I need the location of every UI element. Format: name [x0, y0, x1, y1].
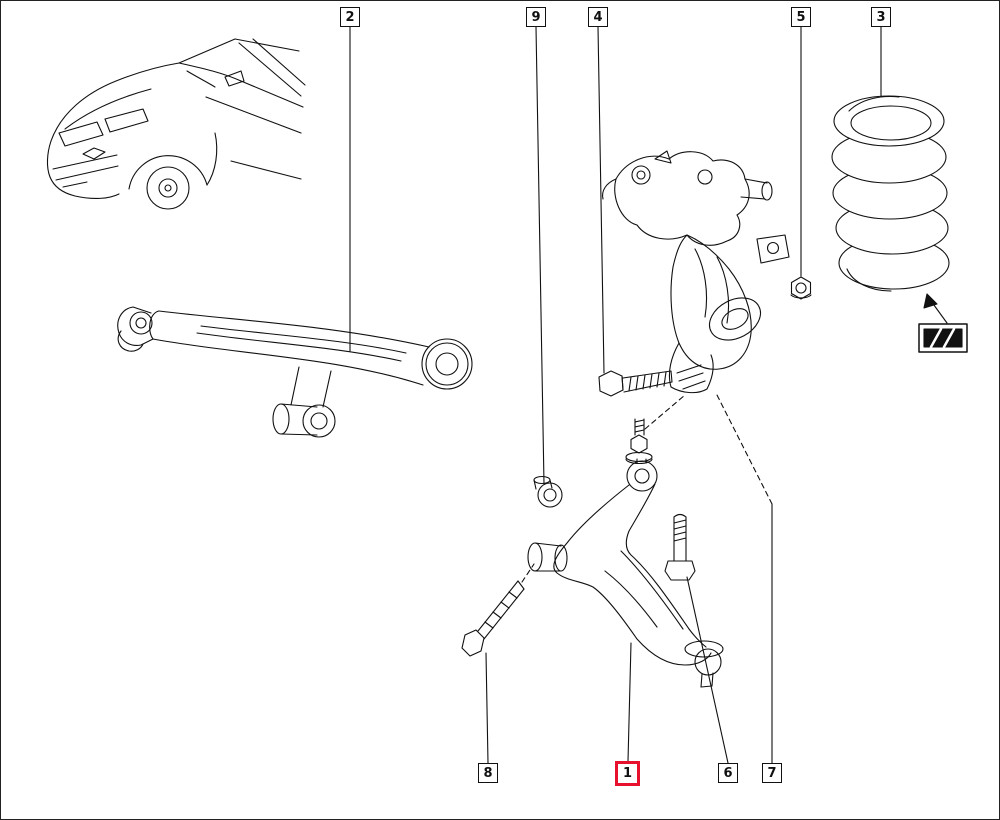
leader-line-1 — [628, 643, 631, 761]
callout-9[interactable]: 9 — [526, 7, 546, 27]
subframe-knuckle-illustration — [603, 151, 789, 393]
door-mirror — [225, 71, 244, 86]
rear-bushing — [426, 343, 468, 385]
callout-5[interactable]: 5 — [791, 7, 811, 27]
bushing-washer-illustration — [534, 477, 562, 508]
subframe-bushing — [702, 290, 768, 349]
flange-nut-illustration — [626, 419, 652, 464]
car-thumbnail-sketch — [47, 39, 305, 209]
bolt-illustration-4 — [599, 371, 672, 396]
leader-lines — [350, 27, 881, 763]
ball-joint — [685, 641, 723, 687]
hex-nut-illustration — [791, 277, 811, 299]
stud-bolt-illustration — [665, 515, 695, 581]
brand-diamond-logo — [83, 148, 105, 159]
leader-line-6 — [687, 577, 728, 763]
leader-line-4 — [598, 27, 604, 373]
leader-line-9 — [536, 27, 544, 484]
arm-sleeve-bushing — [528, 543, 542, 571]
callout-1-selected[interactable]: 1 — [615, 761, 640, 786]
spring-direction-arrow — [924, 294, 947, 323]
callout-6[interactable]: 6 — [718, 763, 738, 783]
headlight-left — [59, 122, 103, 146]
stud-hex-head — [665, 561, 695, 580]
bolt-hex-head — [462, 630, 484, 656]
hatched-marker — [919, 324, 967, 352]
ball-joint-eye — [130, 312, 152, 334]
bolt-hex-head — [599, 371, 623, 396]
control-arm-illustration — [118, 307, 472, 437]
coil-spring-illustration — [832, 96, 949, 291]
assembly-axis-dashed-bolt8 — [522, 564, 534, 582]
bolt-illustration-8 — [462, 581, 524, 656]
mount-bracket — [757, 235, 789, 263]
lower-control-arm-illustration — [528, 459, 723, 687]
assembly-axis-dashed-stud — [645, 395, 685, 429]
assembly-axis-dashed-7 — [717, 395, 772, 504]
leader-line-8 — [486, 653, 488, 763]
arm-top-bushing — [627, 461, 657, 491]
callout-8[interactable]: 8 — [478, 763, 498, 783]
callout-4[interactable]: 4 — [588, 7, 608, 27]
callout-7[interactable]: 7 — [762, 763, 782, 783]
callout-3[interactable]: 3 — [871, 7, 891, 27]
headlight-right — [105, 109, 148, 132]
callout-2[interactable]: 2 — [340, 7, 360, 27]
